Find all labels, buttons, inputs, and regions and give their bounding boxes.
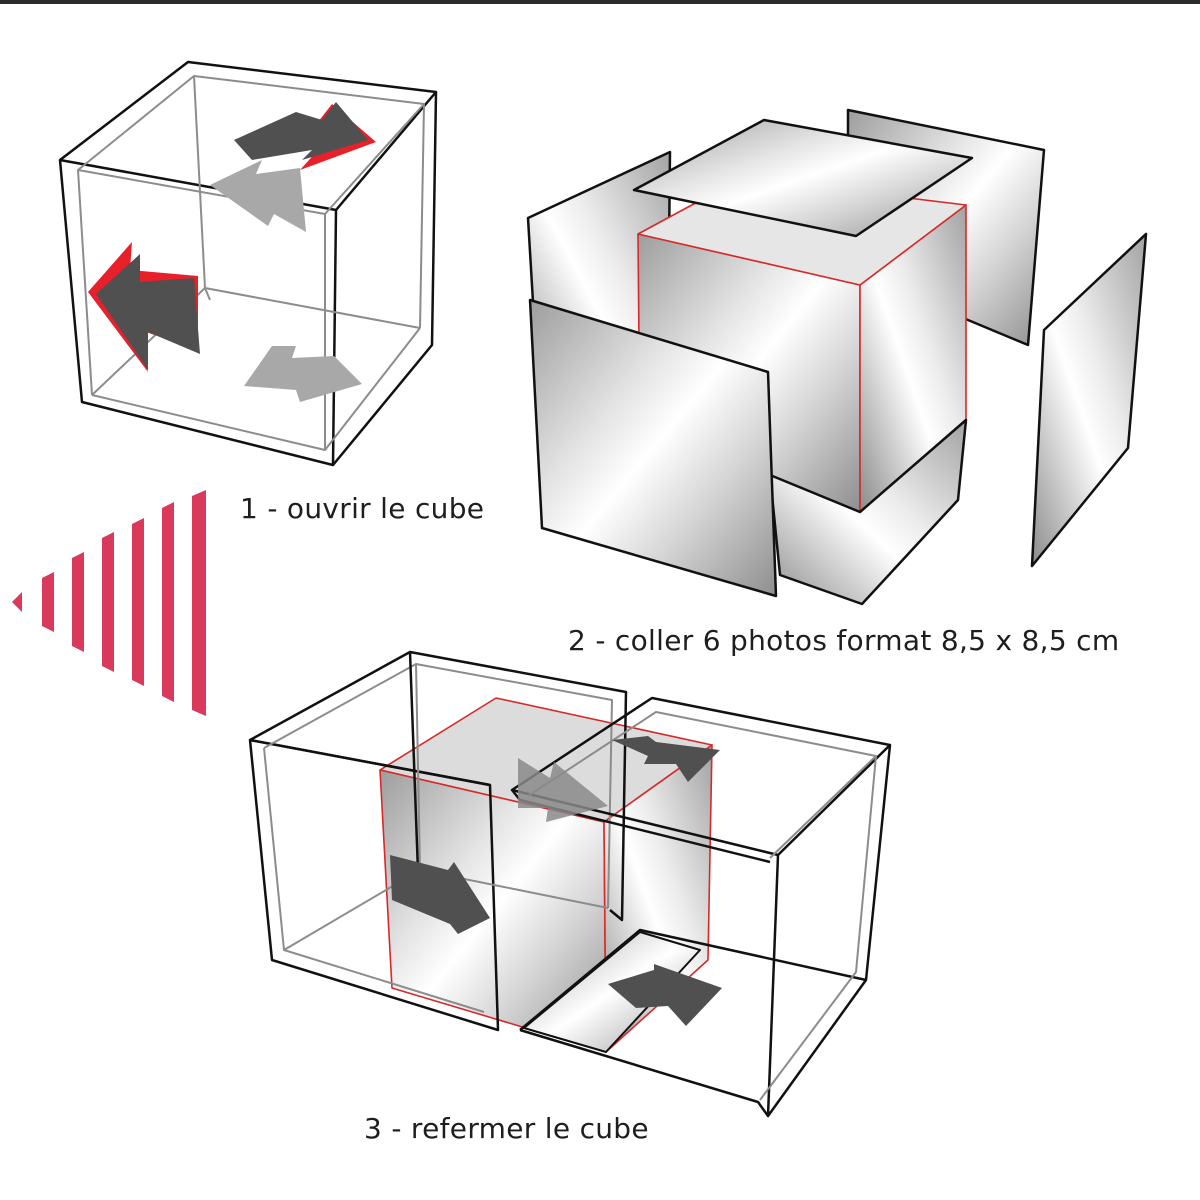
photo-panel-bottom xyxy=(768,418,968,606)
step-2-label: 2 - coller 6 photos format 8,5 x 8,5 cm xyxy=(568,624,1120,657)
photo-panel-top xyxy=(632,118,974,238)
left-half-box xyxy=(248,650,628,1032)
dark-arrow-top-icon xyxy=(234,102,368,160)
photo-panel-right xyxy=(1030,232,1148,568)
step-1-label: 1 - ouvrir le cube xyxy=(240,492,485,525)
step-3-label: 3 - refermer le cube xyxy=(364,1112,649,1145)
dark-arrow-left-face-icon xyxy=(96,254,200,370)
arrow-right-slide-icon xyxy=(612,736,720,782)
step3-close-cube xyxy=(248,650,892,1118)
striped-triangle-decoration xyxy=(12,490,206,716)
arrow-top-slide-icon xyxy=(518,758,608,822)
arrow-left-insert-icon xyxy=(390,855,490,934)
step2-photo-panels xyxy=(526,108,1148,606)
photo-panel-front xyxy=(528,298,778,598)
light-arrow-bottom-icon xyxy=(244,346,362,402)
top-border xyxy=(0,0,1200,4)
arrow-bottom-slide-icon xyxy=(608,964,722,1026)
step1-open-cube xyxy=(58,60,438,467)
light-arrow-middle-icon xyxy=(210,160,306,232)
